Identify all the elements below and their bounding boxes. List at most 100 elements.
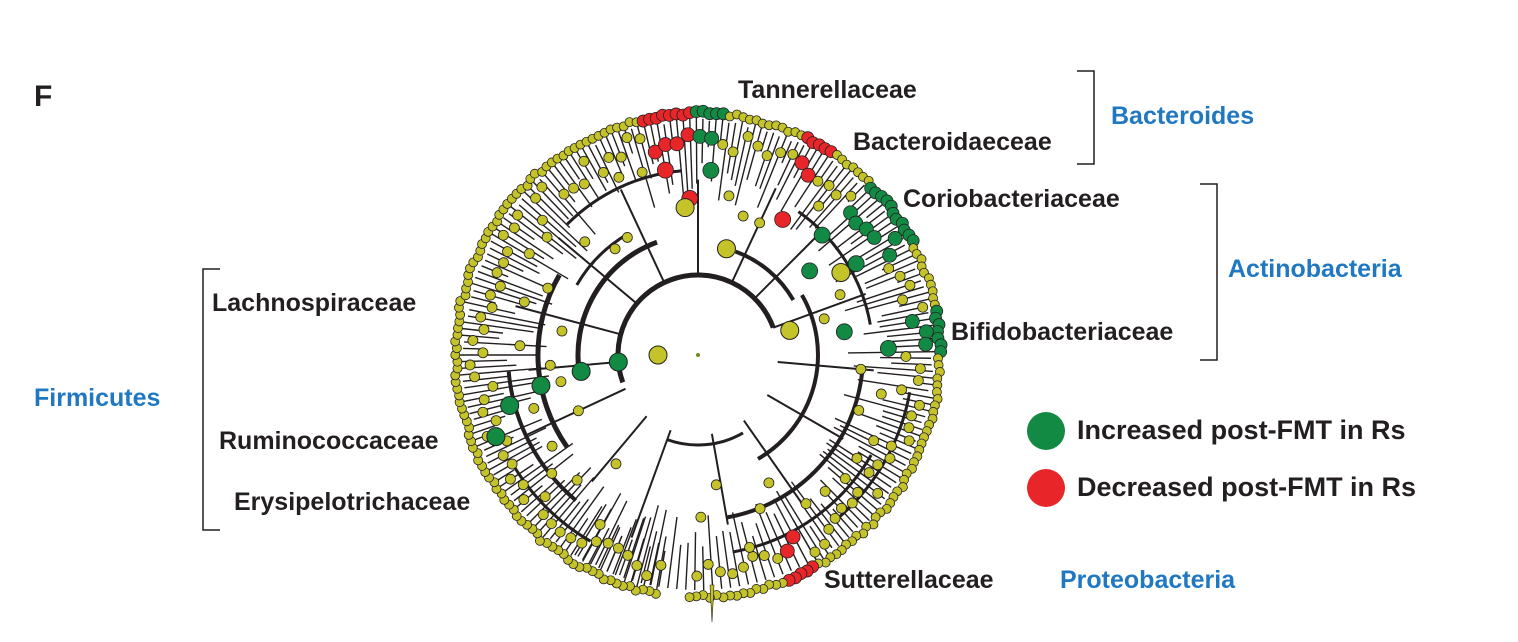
leaf-branch [832, 477, 874, 516]
legend-decreased-label: Decreased post-FMT in Rs [1077, 472, 1417, 502]
panel-letter: F [34, 80, 53, 113]
clade-node [742, 131, 754, 142]
leaf-branch [569, 153, 600, 200]
clade-node [918, 324, 934, 340]
clade-node [780, 320, 800, 340]
clade-node [903, 422, 915, 434]
branch-spoke [753, 235, 818, 300]
clade-node [546, 468, 558, 479]
clade-node [914, 399, 925, 411]
leaf-branch [701, 546, 705, 590]
clade-node [477, 347, 489, 359]
leaf-branch [707, 515, 714, 590]
clade-node [884, 452, 896, 464]
clade-node [544, 359, 556, 371]
phylum-brackets [202, 70, 1218, 531]
branch-arc [734, 249, 796, 302]
clade-node [648, 345, 668, 365]
branch-arc [575, 239, 658, 377]
root-node [696, 353, 700, 357]
leaf-branch [857, 379, 929, 392]
branch-spoke [557, 237, 638, 305]
leaf-branch [462, 375, 509, 383]
clade-node [787, 148, 799, 160]
actinobacteria-bracket [1200, 183, 1218, 361]
clade-node [675, 198, 695, 218]
clade-node [883, 263, 895, 274]
label-ruminococcaceae: Ruminococcaceae [219, 427, 439, 455]
clade-node [469, 371, 480, 383]
leaf-branch [599, 527, 621, 572]
clade-node [723, 190, 735, 202]
leaf-branch [731, 512, 750, 585]
leaf-branch [819, 169, 852, 209]
clade-node [715, 566, 726, 578]
label-actinobacteria: Actinobacteria [1228, 255, 1402, 283]
clade-node [779, 543, 795, 559]
clade-node [523, 248, 535, 260]
clade-node [530, 192, 541, 204]
leaf-branch [676, 544, 682, 590]
clade-node [571, 474, 583, 486]
leaf-branch [858, 412, 925, 438]
clade-node [801, 262, 819, 280]
leaf-branch [541, 171, 596, 235]
clade-node [887, 231, 903, 246]
clade-node [774, 211, 792, 228]
legend-increased-label: Increased post-FMT in Rs [1077, 415, 1406, 445]
clade-node [578, 178, 590, 190]
clade-node [505, 473, 516, 485]
clade-node [904, 279, 916, 291]
clade-node [794, 155, 810, 171]
firmicutes-bracket [202, 268, 220, 531]
clade-node [809, 546, 821, 558]
clade-node [517, 479, 529, 491]
clade-node [863, 467, 875, 478]
branch-arc [506, 371, 578, 503]
clade-node [813, 226, 831, 244]
clade-node [590, 536, 602, 547]
clade-node [555, 376, 567, 388]
leaf-branch [513, 453, 574, 502]
leaf-branch [832, 508, 854, 533]
leaf-branch [827, 448, 890, 495]
leaf-branch [521, 198, 577, 248]
branch-spoke [591, 415, 648, 483]
clade-node [813, 200, 825, 212]
leaf-branch [471, 425, 496, 435]
branch-spoke [730, 187, 777, 283]
clade-node [478, 324, 490, 335]
clade-node [621, 132, 633, 143]
clade-node [536, 181, 548, 193]
leaf-branch [473, 289, 521, 305]
tail-spike [709, 584, 715, 623]
clade-node [594, 519, 606, 530]
clade-node [812, 175, 824, 187]
label-proteobacteria: Proteobacteria [1060, 566, 1236, 594]
leaf-branch [717, 122, 730, 201]
leaf-branch [460, 334, 500, 340]
clade-node [491, 267, 503, 278]
clade-node [866, 230, 882, 245]
clade-node [542, 282, 554, 294]
label-bacteroidaeceae: Bacteroidaeceae [853, 128, 1052, 156]
leaf-branch [719, 118, 724, 144]
clade-node [823, 523, 835, 535]
clade-node [785, 529, 801, 545]
leaf-branch [489, 247, 540, 275]
clade-node [477, 406, 489, 418]
clade-node [475, 311, 487, 323]
leaf-branch [595, 500, 628, 566]
leaf-branch [781, 140, 793, 164]
label-bacteroides: Bacteroides [1111, 102, 1255, 130]
clade-node [872, 488, 884, 499]
clade-node [894, 270, 906, 282]
leaf-branch [865, 268, 916, 290]
leaf-branch [605, 137, 623, 175]
clade-node [608, 352, 628, 372]
clade-node [514, 340, 526, 352]
clade-node [556, 325, 568, 337]
clade-node [669, 136, 685, 152]
label-bifidobacteriaceae: Bifidobacteriaceae [951, 318, 1174, 346]
